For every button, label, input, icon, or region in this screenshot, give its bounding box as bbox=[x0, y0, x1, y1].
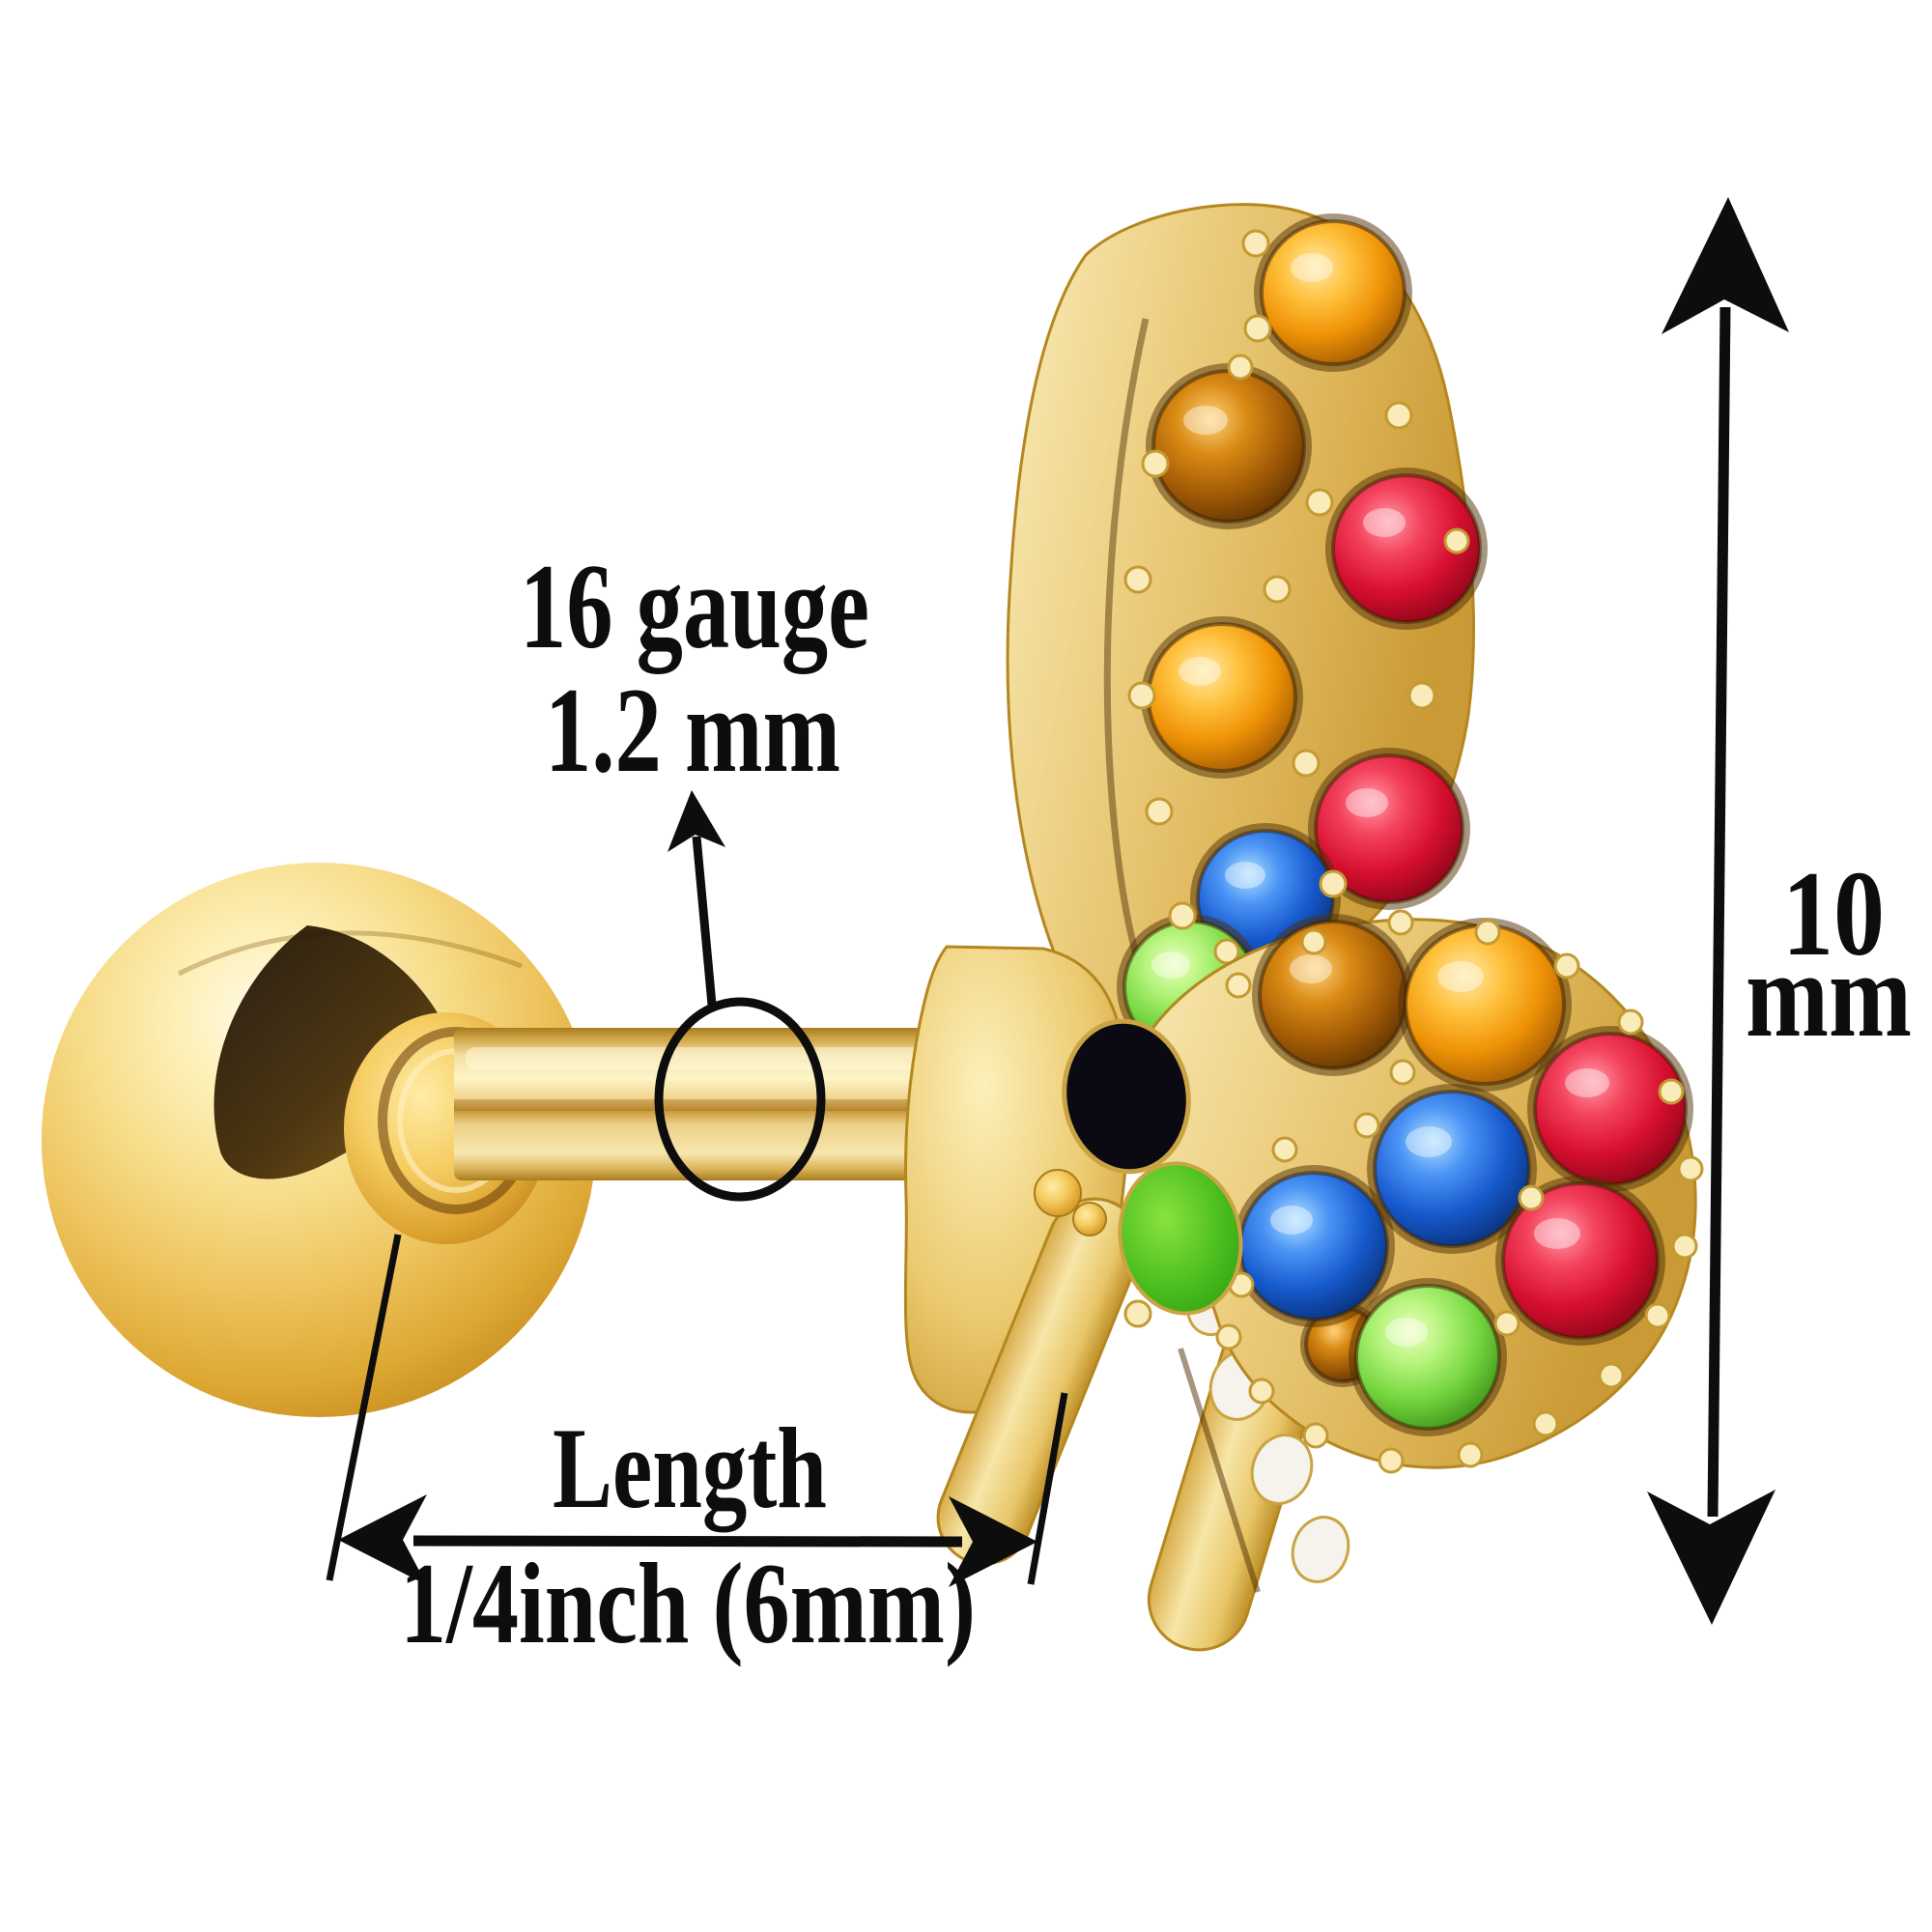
butterfly-body-front bbox=[1034, 1018, 1243, 1328]
butterfly-charm bbox=[903, 203, 1704, 1652]
black-enamel-head bbox=[1062, 1018, 1191, 1175]
gauge-label-line1: 16 gauge bbox=[520, 540, 869, 674]
prong-beads-lower-wing bbox=[1215, 909, 1704, 1474]
upper-wing-crease bbox=[1103, 318, 1153, 999]
white-enamel-dot bbox=[1250, 1434, 1314, 1505]
extension-line-right bbox=[1027, 1392, 1068, 1585]
crystal-gem-green bbox=[1349, 1278, 1507, 1436]
earring-photo bbox=[42, 203, 1704, 1652]
height-arrow-icon bbox=[1647, 197, 1789, 1625]
crystal-gem-brown bbox=[1252, 914, 1414, 1076]
crystal-gem-red bbox=[1527, 1026, 1693, 1192]
gold-bump bbox=[1072, 1202, 1107, 1236]
prong-beads-upper-wing bbox=[1123, 229, 1470, 965]
barbell-shaft bbox=[454, 1028, 995, 1180]
crystal-gem-amber bbox=[1254, 213, 1412, 372]
shaft-center-line bbox=[454, 1099, 995, 1111]
crystal-gem-brown bbox=[1146, 363, 1312, 529]
green-enamel-dot bbox=[1118, 1161, 1243, 1316]
white-enamel-dot bbox=[1291, 1516, 1350, 1583]
gauge-arrow-icon bbox=[668, 790, 725, 1006]
crystal-gem-orange bbox=[1141, 616, 1303, 779]
gauge-circle-marker bbox=[654, 997, 826, 1202]
height-value: 10 bbox=[1782, 847, 1885, 981]
length-value: 1/4inch (6mm) bbox=[400, 1539, 976, 1667]
gauge-label-line2: 1.2 mm bbox=[545, 664, 840, 798]
crystal-gem-red bbox=[1325, 468, 1488, 630]
shaft-top-highlight bbox=[466, 1047, 987, 1070]
height-unit: mm bbox=[1746, 928, 1912, 1063]
length-arrow-icon bbox=[338, 1494, 1037, 1587]
gold-bump bbox=[1034, 1169, 1082, 1217]
dimension-annotations: 16 gauge 1.2 mm Length 1/4inch (6mm) 10 … bbox=[326, 197, 1912, 1667]
crystal-gem-blue bbox=[1367, 1084, 1537, 1254]
crystal-gem-red bbox=[1495, 1176, 1665, 1346]
lower-wing bbox=[1122, 909, 1704, 1474]
prong-bead bbox=[1123, 1299, 1152, 1328]
tail-crease bbox=[1178, 1348, 1261, 1593]
extension-line-left bbox=[326, 1234, 402, 1581]
length-label: Length bbox=[553, 1404, 827, 1533]
crystal-gem-blue bbox=[1233, 1165, 1395, 1327]
crystal-gem-red bbox=[1308, 748, 1470, 910]
